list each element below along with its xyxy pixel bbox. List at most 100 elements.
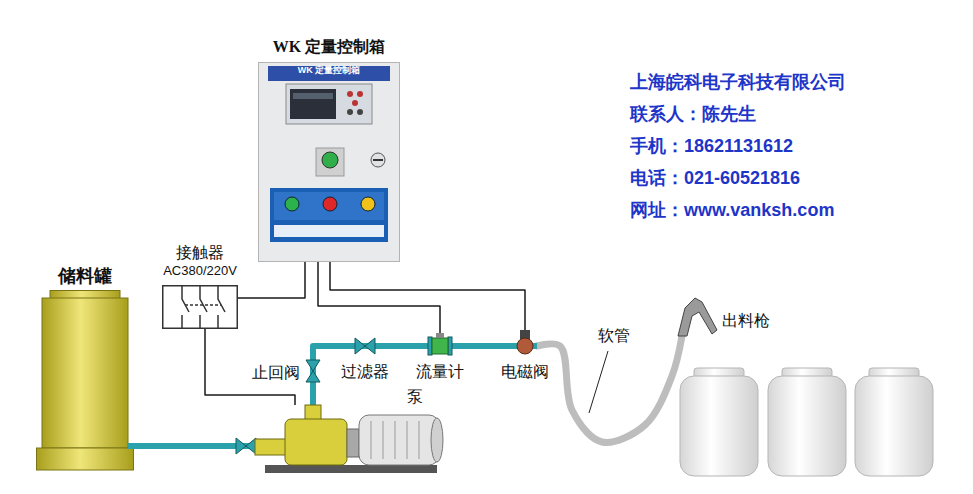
component-label: 储料罐 bbox=[58, 266, 112, 287]
illustration-part bbox=[182, 285, 189, 329]
illustration-part bbox=[371, 421, 419, 459]
text-slot: 接触器 bbox=[176, 244, 224, 262]
illustration-part bbox=[373, 159, 383, 161]
illustration-part bbox=[517, 338, 533, 354]
solenoid-valve-shape bbox=[513, 330, 537, 358]
illustration-part bbox=[259, 63, 400, 262]
text-slot: 泵 bbox=[407, 388, 423, 406]
illustration-part bbox=[371, 153, 385, 167]
container-jar bbox=[768, 368, 846, 476]
text-slot: 电磁阀 bbox=[501, 363, 549, 381]
illustration-part bbox=[200, 285, 207, 329]
component-label: 过滤器 bbox=[341, 363, 389, 381]
illustration-part bbox=[347, 109, 353, 115]
illustration-part bbox=[316, 148, 344, 176]
illustration-part bbox=[361, 197, 375, 211]
illustration-part bbox=[448, 337, 452, 355]
illustration-part bbox=[268, 66, 390, 81]
text-slot: 止回阀 bbox=[252, 364, 300, 382]
illustration-part bbox=[357, 109, 363, 115]
hose-line bbox=[537, 336, 682, 442]
label-slot: WK 定量控制箱 bbox=[298, 65, 361, 75]
label-slot: 电话：021-60521816 bbox=[630, 168, 800, 189]
illustration-part bbox=[407, 421, 408, 459]
control-box: WK 定量控制箱 bbox=[258, 62, 400, 262]
flow-meter: 流量计 bbox=[426, 333, 454, 357]
illustration-part bbox=[42, 298, 128, 448]
component-label: 泵 bbox=[407, 388, 423, 406]
panel-title: WK 定量控制箱 bbox=[298, 65, 361, 75]
illustration-part bbox=[347, 91, 353, 97]
illustration-part bbox=[274, 225, 384, 237]
illustration-part bbox=[357, 91, 363, 97]
illustration-part bbox=[128, 443, 134, 449]
container-jar bbox=[855, 368, 933, 476]
illustration-part bbox=[432, 338, 448, 354]
solenoid-valve: 电磁阀 bbox=[513, 330, 537, 358]
illustration-part bbox=[270, 188, 388, 242]
check-valve-shape bbox=[304, 358, 322, 384]
label-slot: 手机：18621131612 bbox=[630, 136, 793, 157]
mobile-number: 手机：18621131612 bbox=[630, 136, 793, 157]
illustration-part bbox=[163, 286, 238, 329]
illustration-part bbox=[218, 285, 225, 329]
illustration-part bbox=[359, 415, 439, 465]
illustration-part bbox=[365, 338, 375, 354]
pump-motor: 泵 bbox=[255, 405, 445, 473]
illustration-part bbox=[185, 304, 221, 306]
illustration-part bbox=[678, 298, 717, 336]
pipe-line bbox=[377, 343, 426, 349]
check-valve: 止回阀 bbox=[304, 358, 322, 384]
component-label: 接触器 bbox=[176, 244, 224, 262]
control-wire bbox=[318, 262, 440, 333]
component-label: 止回阀 bbox=[252, 364, 300, 382]
illustration-part bbox=[383, 421, 384, 459]
edge-label-slot: 软管 bbox=[596, 327, 632, 345]
illustration-part bbox=[285, 197, 299, 211]
illustration-part bbox=[352, 100, 358, 106]
pump-motor-shape bbox=[255, 405, 445, 473]
contactor-box: 接触器AC380/220V bbox=[162, 285, 238, 329]
website: 网址：www.vanksh.com bbox=[630, 200, 834, 221]
illustration-part bbox=[355, 338, 365, 354]
component-label: 流量计 bbox=[416, 363, 464, 381]
text-slot: AC380/220V bbox=[163, 264, 237, 279]
illustration-part bbox=[395, 421, 396, 459]
text-slot: WK 定量控制箱 bbox=[273, 38, 385, 56]
text-slot: 出料枪 bbox=[722, 312, 770, 330]
illustration-part bbox=[855, 376, 933, 476]
component-label: WK 定量控制箱 bbox=[273, 38, 385, 56]
control-wire bbox=[330, 262, 525, 330]
pipe-line bbox=[313, 346, 353, 358]
storage-tank: 储料罐 bbox=[36, 290, 134, 472]
control-box-shape bbox=[258, 62, 400, 262]
illustration-part bbox=[323, 197, 337, 211]
dispensing-gun: 出料枪 bbox=[672, 292, 718, 336]
component-label: 电磁阀 bbox=[501, 363, 549, 381]
label-slot: 上海皖科电子科技有限公司 bbox=[630, 72, 846, 93]
text-slot: 流量计 bbox=[416, 363, 464, 381]
contactor-box-shape bbox=[162, 285, 238, 329]
contact-person: 联系人：陈先生 bbox=[630, 104, 756, 125]
leader-line bbox=[589, 351, 608, 413]
component-sublabel: AC380/220V bbox=[163, 264, 237, 279]
text-slot: 过滤器 bbox=[341, 363, 389, 381]
illustration-part bbox=[419, 421, 420, 459]
illustration-part bbox=[306, 371, 320, 382]
illustration-part bbox=[347, 429, 359, 457]
dispensing-gun-shape bbox=[672, 292, 718, 336]
filter-shape bbox=[353, 336, 377, 356]
pipe-line bbox=[310, 384, 316, 405]
label-slot: 联系人：陈先生 bbox=[630, 104, 756, 125]
illustration-part bbox=[37, 448, 134, 470]
filter: 过滤器 bbox=[353, 336, 377, 356]
illustration-part bbox=[371, 421, 372, 459]
inlet-valve bbox=[236, 438, 256, 454]
illustration-part bbox=[182, 285, 225, 329]
illustration-part bbox=[274, 192, 384, 220]
text-slot: 储料罐 bbox=[58, 266, 112, 287]
illustration-part bbox=[236, 438, 246, 454]
